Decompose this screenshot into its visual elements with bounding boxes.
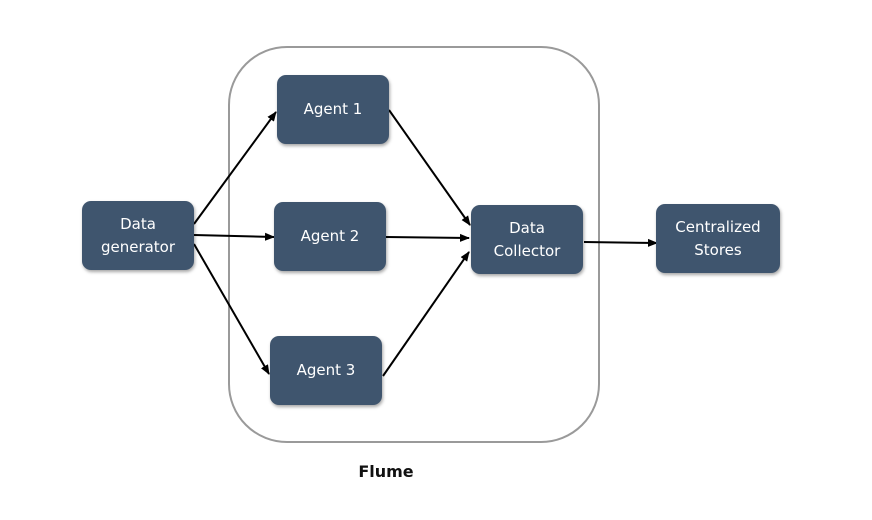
node-agent-2: Agent 2 (274, 202, 386, 271)
node-agent-3-label: Agent 3 (296, 361, 356, 379)
node-data-generator-line1: Data (120, 214, 156, 233)
edge-agent-2-to-collector (385, 233, 470, 242)
edge-agent-1-to-collector (388, 109, 471, 226)
edge-agent-3-to-collector (382, 251, 470, 377)
node-data-generator: Data generator (82, 201, 194, 270)
node-centralized-stores-line1: Centralized (675, 217, 761, 236)
node-data-collector-line1: Data (509, 218, 545, 237)
node-data-generator-line2: generator (100, 237, 176, 256)
node-agent-3: Agent 3 (270, 336, 382, 405)
node-centralized-stores-line2: Stores (694, 240, 742, 259)
edge-collector-to-stores (583, 238, 658, 247)
node-data-collector-line2: Collector (493, 241, 561, 260)
node-agent-2-label: Agent 2 (300, 227, 360, 245)
flume-container (228, 46, 600, 443)
edge-generator-to-agent-1 (193, 111, 277, 225)
node-agent-1: Agent 1 (277, 75, 389, 144)
node-centralized-stores: Centralized Stores (656, 204, 780, 273)
edge-generator-to-agent-2 (193, 232, 275, 241)
flume-label: Flume (358, 462, 414, 481)
node-data-collector: Data Collector (471, 205, 583, 274)
node-agent-1-label: Agent 1 (303, 100, 363, 118)
edge-generator-to-agent-3 (193, 243, 270, 375)
